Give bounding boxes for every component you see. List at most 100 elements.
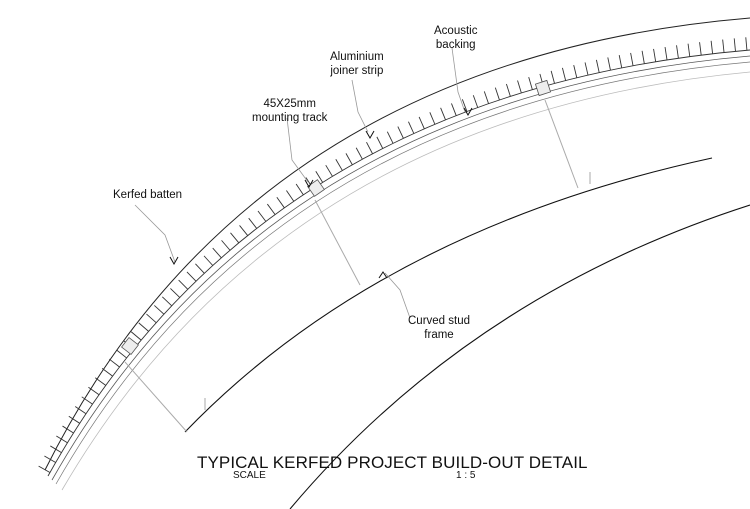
kerf-cut [440,107,446,121]
kerf-cut [687,43,691,57]
kerf-cut [178,279,189,290]
kerf-cut [195,263,205,274]
kerf-cut [618,55,623,68]
kerf-cut [408,121,415,134]
kerf-cut [653,48,657,62]
kerf-cut [74,406,87,415]
kerf-cut [295,183,304,196]
kerf-cut [50,445,62,453]
kerf-cut [81,396,93,405]
kerf-cut [116,349,127,359]
kerf-cut [38,465,51,473]
callout-text: joiner strip [330,65,384,77]
kerf-cut [88,386,100,396]
stud-radials [124,99,591,433]
kerf-cut [641,50,645,64]
kerf-cut [595,59,600,73]
kerf-cut [186,271,197,282]
kerf-cut [345,153,353,165]
kerf-cut [56,435,68,444]
kerf-cut [276,196,285,209]
kerf-cut [44,455,56,463]
callout-text: Kerfed batten [113,189,183,201]
kerf-cut [248,217,258,229]
kerf-cut [203,255,214,266]
callout-mounting-track: 45X25mm mounting track [252,97,327,125]
kerf-cut [397,126,404,139]
kerf-cut [154,305,165,315]
kerf-cut [266,203,276,215]
kerf-cut [366,142,373,154]
kerf-cut [221,240,231,251]
scale-label: SCALE [233,470,266,481]
kerf-cut [386,131,394,144]
kerf-cuts [38,37,748,473]
callout-text: Curved stud [408,315,471,327]
kerf-cut [161,296,173,307]
callout-text: 45X25mm [263,98,316,110]
kerf-cut [108,358,120,368]
kerf-cut [699,42,702,56]
kerf-cut [286,190,295,202]
kerf-cut [745,37,748,51]
kerf-cut [376,136,384,149]
track-line [51,55,750,481]
kerf-cut [315,171,324,183]
arrowheads [169,107,473,279]
batten-inner-edge [47,49,750,477]
stud-frame-arc-outer [184,157,713,433]
kerf-cut [325,164,333,177]
kerf-cut [461,99,468,112]
kerf-cut [664,47,668,60]
callout-stud-frame: Curved stud frame [408,314,470,342]
kerf-cut [584,62,589,76]
kerf-cut [429,112,436,125]
kerf-cut [418,116,425,129]
callout-text: backing [435,39,476,51]
kerf-cut [630,52,634,66]
kerf-cut [355,147,363,160]
kerf-cut [733,38,736,52]
kerf-cut [62,425,74,434]
kerf-cut [101,367,113,377]
batten-outer-edge [44,17,750,471]
callout-joiner-strip: Aluminium joiner strip [330,50,384,78]
kerf-cut [561,67,567,81]
kerf-cut [170,288,181,298]
kerf-cut [68,415,80,424]
kerf-cut [483,91,489,104]
kerf-cut [517,80,522,94]
kerf-cut [550,70,555,84]
leader-lines [134,47,466,319]
kerf-cut [607,57,611,71]
callout-text: Acoustic [434,25,478,37]
kerf-cut [130,331,142,341]
kerf-cut [472,95,479,108]
kerf-cut [676,45,679,59]
kerf-cut [573,64,578,78]
kerf-cut [451,103,457,116]
scale-value: 1 : 5 [456,470,476,481]
drawing-title: TYPICAL KERFED PROJECT BUILD-OUT DETAIL [197,453,588,472]
stud-frame-arc-inner [289,204,750,509]
acoustic-backing-line [61,71,750,491]
kerf-cut [138,322,149,332]
kerf-cut [146,313,157,324]
kerf-cut [722,39,725,53]
callout-text: Aluminium [330,51,384,63]
track-clips [121,79,552,355]
kerf-cut [505,83,511,97]
kerf-cut [230,232,240,244]
kerf-cut [710,40,714,54]
kerf-cut [335,158,343,171]
kerf-cut [212,247,222,259]
kerf-cut [528,77,533,90]
track-line-2 [55,61,750,485]
callout-kerfed-batten: Kerfed batten [113,188,182,202]
kerf-cut [494,87,500,101]
kerf-cut [257,210,267,222]
callout-acoustic-backing: Acoustic backing [434,24,477,52]
callout-text: frame [424,329,454,341]
